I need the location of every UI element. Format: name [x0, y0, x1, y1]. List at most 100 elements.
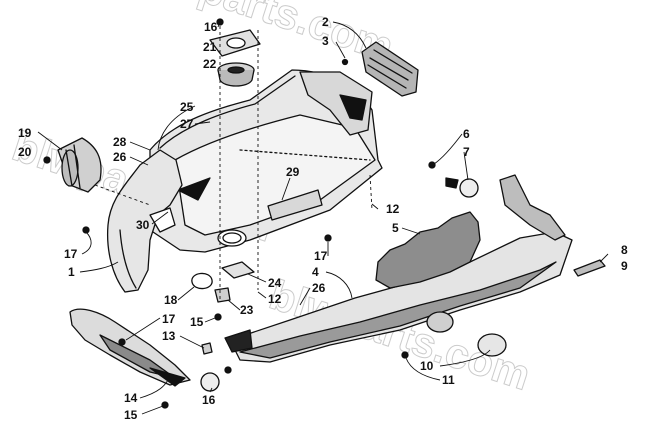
rod-connector: [214, 287, 231, 303]
callout-17-mid: 17: [314, 249, 328, 263]
screw-20: [43, 156, 51, 164]
vent-grille-slat-1: [369, 57, 409, 81]
vent-grille-slat-3: [373, 49, 413, 74]
callout-26-lower: 26: [312, 281, 326, 295]
belly-pan-shadow: [177, 177, 211, 201]
callout-14: 14: [124, 391, 138, 405]
callout-25: 25: [180, 100, 194, 114]
oval-cap-front: [426, 311, 454, 333]
leader-7: [463, 151, 469, 181]
leader-24: [247, 273, 267, 283]
callout-27: 27: [180, 117, 194, 131]
callout-10: 10: [420, 359, 434, 373]
leader-30: [151, 211, 169, 225]
cone-boot-ribs: [65, 144, 81, 189]
foam-insulation: [375, 211, 481, 289]
screw-11: [401, 351, 409, 359]
upper-belly-pan-ridge: [239, 149, 371, 161]
callout-26-upper: 26: [113, 150, 127, 164]
callout-15-lower: 15: [124, 408, 138, 422]
lower-nose-piece-tab: [149, 367, 186, 387]
left-side-panel-cutout: [149, 207, 176, 233]
small-fastener-13: [201, 342, 213, 355]
alignment-line-boot: [94, 184, 151, 206]
leader-12-upper: [371, 203, 379, 210]
callout-3: 3: [322, 34, 329, 48]
callout-20: 20: [18, 145, 32, 159]
leader-29: [281, 177, 291, 201]
leader-28: [129, 141, 151, 151]
oval-cap-rear: [477, 333, 507, 357]
callout-11: 11: [442, 373, 455, 387]
callout-28: 28: [113, 135, 127, 149]
leader-18: [177, 286, 195, 301]
rear-reflector: [573, 259, 606, 277]
belly-pan-opening-inner: [222, 232, 242, 244]
callout-18: 18: [164, 293, 178, 307]
vent-grille-slat-2: [367, 64, 407, 89]
screw-17-mid: [324, 234, 332, 242]
callout-30: 30: [136, 218, 150, 232]
callout-21: 21: [203, 40, 217, 54]
callout-15-upper: 15: [190, 315, 204, 329]
left-side-panel-edge: [119, 229, 137, 289]
leader-17-left: [81, 231, 92, 255]
leader-23: [227, 299, 241, 311]
leader-8-9: [599, 253, 609, 263]
belly-pan-recess: [267, 189, 323, 221]
leader-1: [79, 261, 119, 273]
callout-5: 5: [392, 221, 399, 235]
callout-numbers: 16 21 22 2 3 25 27 19 20 28 26 29 30 17 …: [18, 15, 628, 422]
callout-9: 9: [621, 259, 628, 273]
callout-29: 29: [286, 165, 300, 179]
leader-3: [335, 41, 346, 59]
right-lower-panel-rear-tip: [499, 174, 566, 241]
clip-7: [445, 177, 459, 189]
callout-12-lower: 12: [268, 292, 282, 306]
top-mounting-plate-hole: [226, 37, 246, 49]
leader-16-top: [217, 21, 221, 28]
leader-15-lower: [141, 405, 164, 415]
callout-24: 24: [268, 276, 282, 290]
callout-16-top: 16: [204, 20, 218, 34]
grommet-hole: [227, 66, 245, 74]
cone-boot-end: [61, 149, 79, 187]
leader-5: [401, 227, 421, 235]
leader-6: [433, 133, 463, 165]
hose-clamp: [191, 272, 213, 290]
callout-12-upper: 12: [386, 202, 400, 216]
leader-10: [439, 349, 491, 367]
leader-27: [194, 121, 211, 125]
leader-17-low: [125, 317, 161, 341]
screw-6: [428, 161, 436, 169]
leader-12-lower: [257, 291, 267, 299]
leader-26-upper: [129, 156, 149, 166]
callout-4: 4: [312, 265, 319, 279]
upper-belly-pan-rim: [159, 75, 296, 149]
leader-13: [179, 335, 205, 349]
leader-16-lower: [209, 387, 213, 393]
leader-2: [332, 21, 367, 49]
callout-17-low: 17: [162, 312, 176, 326]
leader-4: [325, 271, 353, 299]
lower-nose-piece: [69, 308, 191, 386]
leader-14: [139, 379, 169, 399]
right-lower-panel: [229, 231, 573, 363]
screw-3: [341, 58, 349, 66]
right-lower-panel-front: [224, 329, 253, 353]
round-washer-7: [459, 178, 479, 198]
right-top-flap-shade: [339, 94, 367, 121]
leader-26-lower: [299, 287, 311, 306]
leader-25: [157, 105, 196, 151]
screw-15-upper: [214, 313, 222, 321]
screw-17-low: [118, 338, 126, 346]
leader-19: [37, 131, 63, 151]
callout-19: 19: [18, 126, 32, 140]
callout-23: 23: [240, 303, 254, 317]
leader-15-upper: [204, 317, 216, 323]
screw-15-lower: [161, 401, 169, 409]
callout-6: 6: [463, 127, 470, 141]
alignment-line-rod: [369, 174, 373, 211]
